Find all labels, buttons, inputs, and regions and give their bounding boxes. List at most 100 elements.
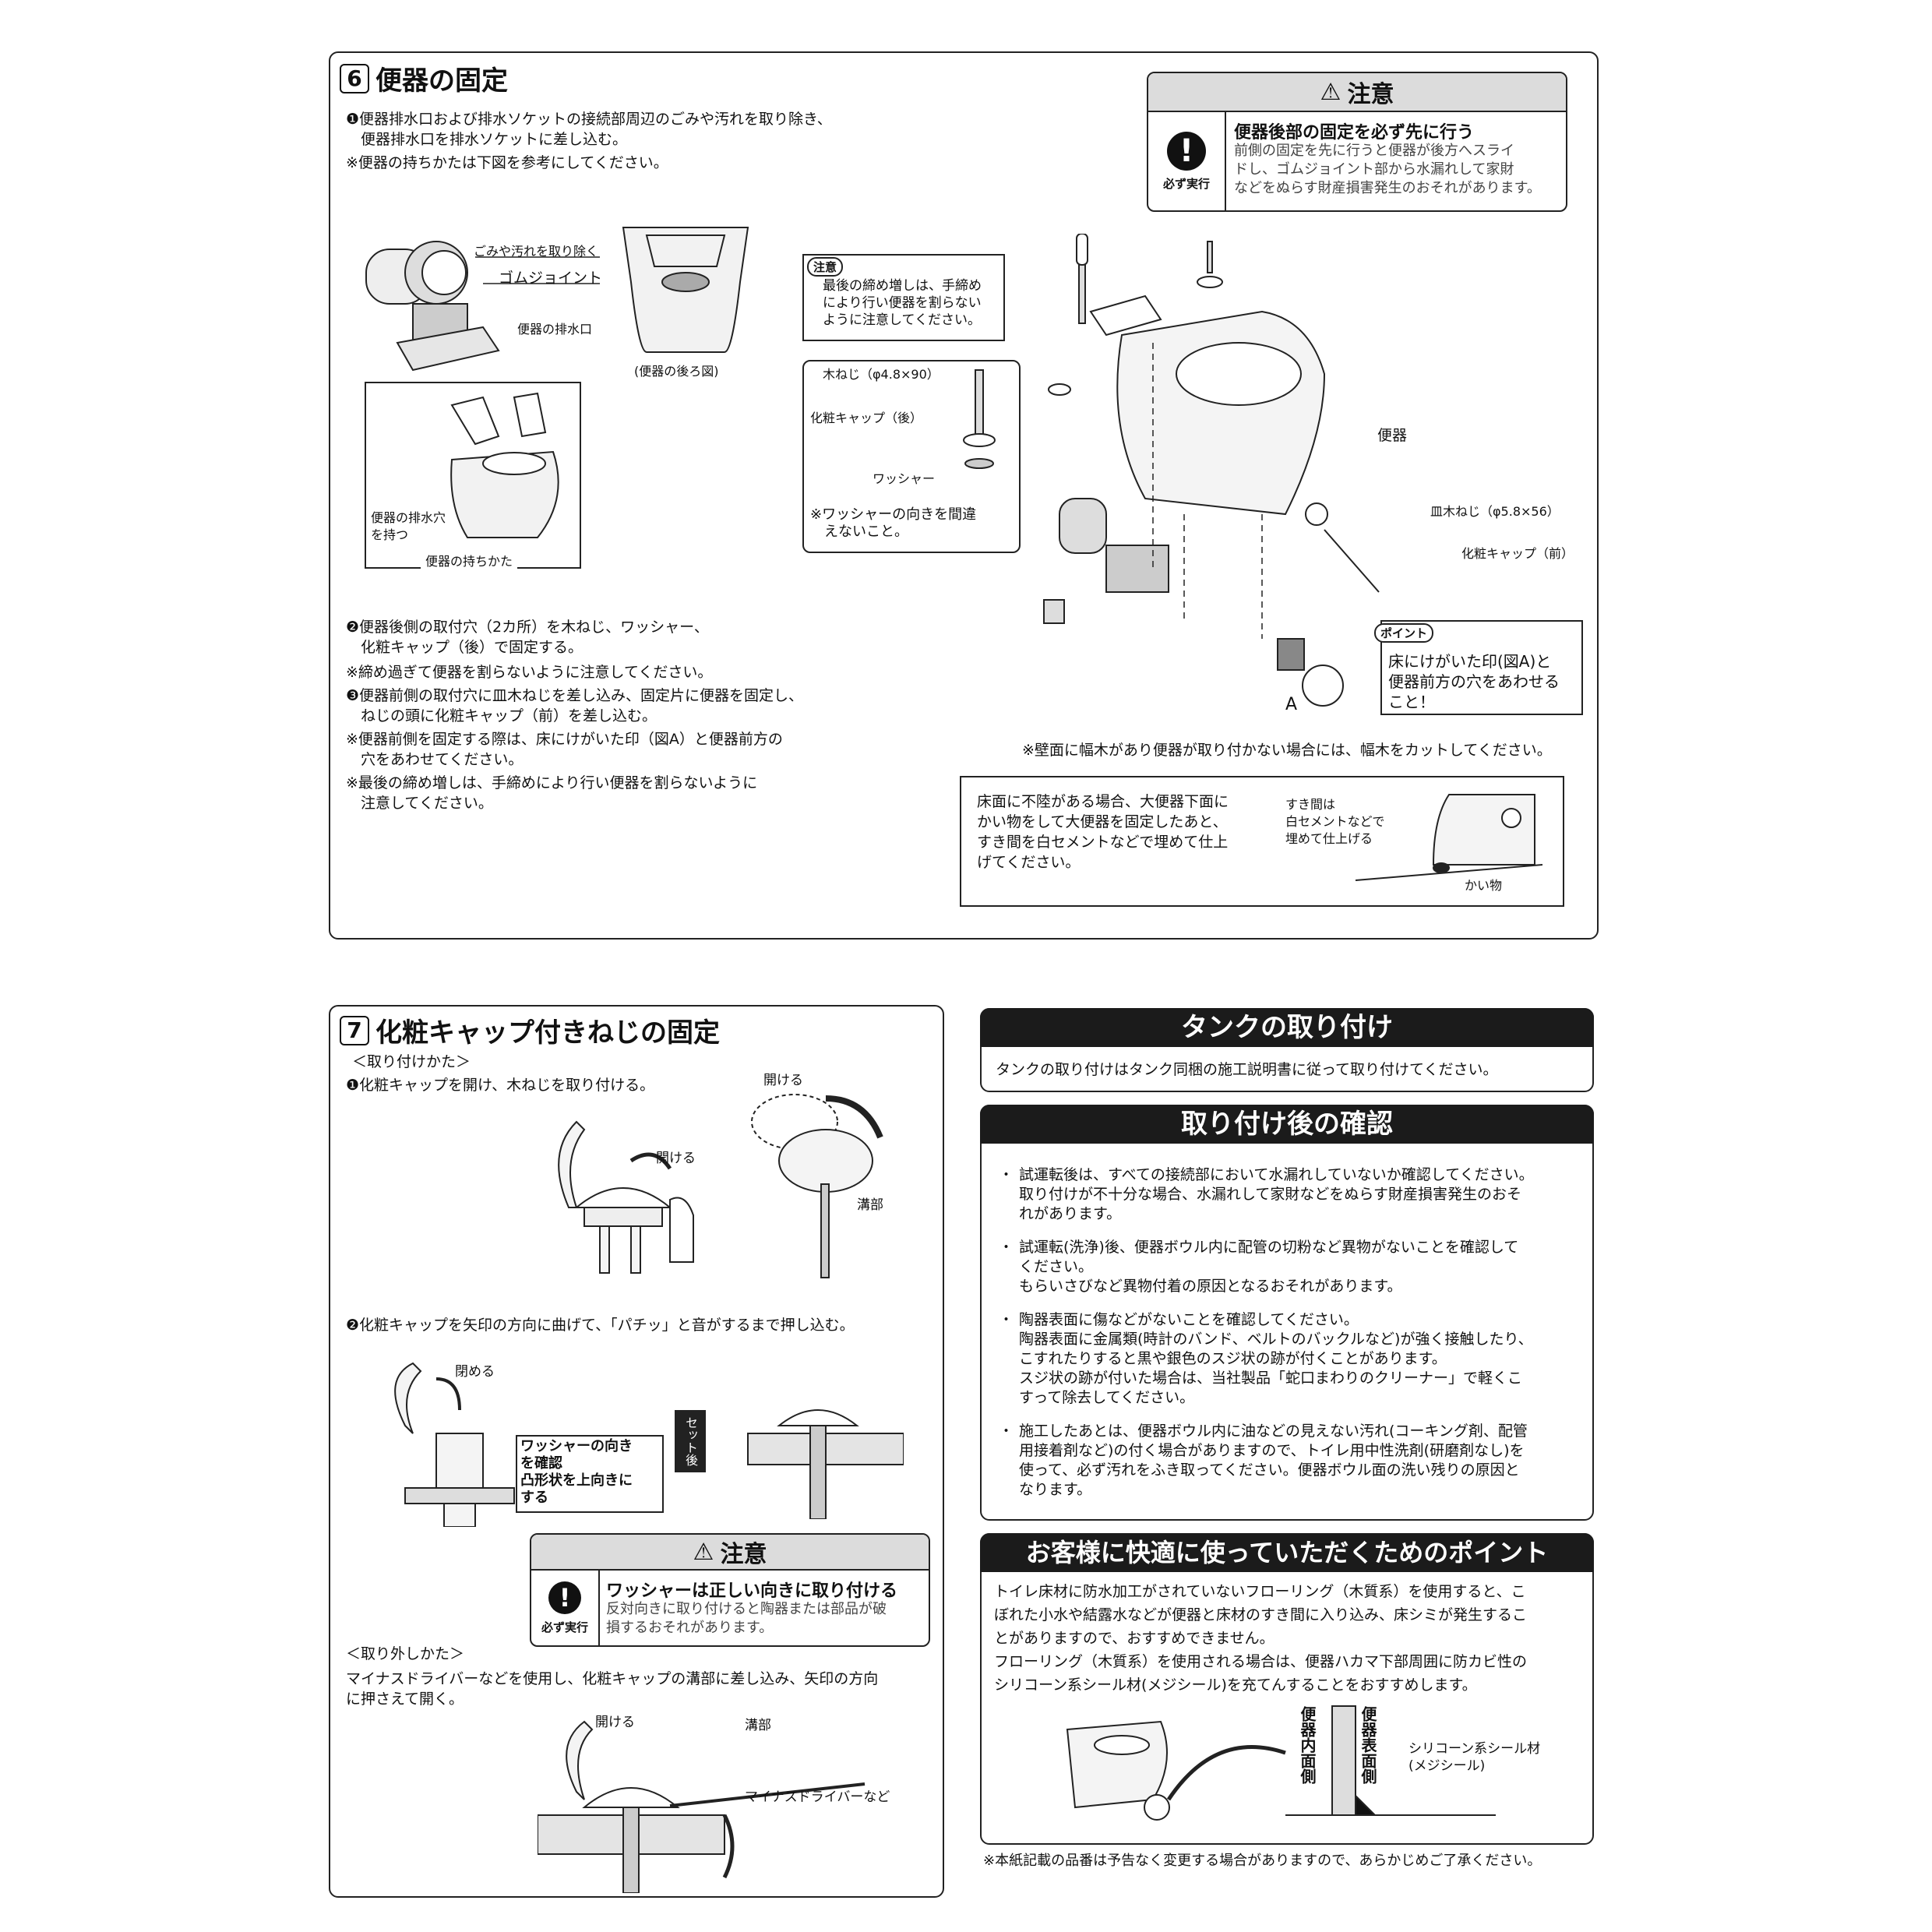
label-washer-note: ※ワッシャーの向きを間違 えないこと。	[810, 506, 977, 540]
drain-socket-illustration	[365, 241, 600, 372]
section-7-title: 7 化粧キャップ付きねじの固定	[340, 1011, 720, 1049]
screwdriver-icon	[669, 1782, 866, 1807]
label-hold-hole: 便器の排水穴 を持つ	[371, 510, 446, 542]
groove-label-1: 溝部	[857, 1197, 883, 1213]
small-caution-text: 最後の締め増しは、手締め により行い便器を割らない ように注意してください。	[823, 278, 982, 328]
caution-body: 反対向きに取り付けると陶器または部品が破 損するおそれがあります。	[606, 1601, 887, 1636]
caution-header: ⚠ 注意	[531, 1535, 929, 1571]
warning-triangle-icon: ⚠	[693, 1538, 714, 1566]
section-6-title: 6 便器の固定	[340, 59, 508, 97]
sealant-label: シリコーン系シール材 (メジシール)	[1408, 1741, 1541, 1774]
arrow-icon	[1166, 1745, 1286, 1801]
sec7-caution-box: ⚠ 注意 ! 必ず実行 ワッシャーは正しい向きに取り付ける 反対向きに取り付ける…	[530, 1533, 930, 1647]
hand-shape	[450, 396, 500, 446]
must-do-label: 必ず実行	[1162, 176, 1210, 191]
label-toilet: 便器	[1377, 427, 1408, 444]
remove-text: マイナスドライバーなどを使用し、化粧キャップの溝部に差し込み、矢印の方向 に押さ…	[346, 1670, 879, 1708]
holding-toilet-illustration	[450, 392, 559, 538]
footnote: ※本紙記載の品番は予告なく変更する場合がありますので、あらかじめご了承ください。	[983, 1853, 1542, 1869]
point-tag: ポイント	[1374, 623, 1434, 643]
caution-header: ⚠ 注意	[1148, 73, 1566, 112]
wood-screw-icon	[820, 1183, 830, 1278]
arrow-icon	[629, 1152, 672, 1170]
check-banner: 取り付け後の確認	[980, 1105, 1594, 1144]
set-after-arrow: セット後	[675, 1410, 706, 1472]
sec6-note4: ※最後の締め増しは、手締めにより行い便器を割らないように 注意してください。	[346, 774, 758, 812]
cap-open-illustration-1	[558, 1120, 694, 1274]
check-item: 試運転後は、すべての接続部において水漏れしていないか確認してください。 取り付け…	[999, 1165, 1591, 1224]
label-dirt: ごみや汚れを取り除く	[474, 244, 599, 259]
floor-shim-illustration	[1356, 794, 1542, 881]
sec7-step2: ❷化粧キャップを矢印の方向に曲げて、「パチッ」と音がするまで押し込む。	[346, 1317, 855, 1334]
toilet-small	[1066, 1720, 1168, 1809]
section-7-box	[329, 1005, 944, 1898]
surface-side-label: 便器表面側	[1359, 1706, 1377, 1784]
label-cap-front: 化粧キャップ（前）	[1461, 546, 1574, 561]
point-text: 床にけがいた印(図A)と 便器前方の穴をあわせる こと！	[1388, 652, 1560, 711]
caution-title: 便器後部の固定を必ず先に行う	[1234, 123, 1475, 143]
tank-text: タンクの取り付けはタンク同梱の施工説明書に従って取り付けてください。	[996, 1061, 1498, 1078]
section-6-box	[329, 51, 1599, 940]
toilet-assembly-illustration	[1043, 234, 1380, 707]
close-label: 閉める	[455, 1364, 495, 1380]
finger-shape	[669, 1197, 694, 1263]
exclamation-icon: !	[548, 1581, 581, 1614]
check-item: 施工したあとは、便器ボウル内に油などの見えない汚れ(コーキング剤、配管 用接着剤…	[999, 1422, 1591, 1500]
sec6-step1: ❶便器排水口および排水ソケットの接続部周辺のごみや汚れを取り除き、 便器排水口を…	[346, 111, 832, 148]
cap-remove-illustration	[538, 1720, 866, 1893]
check-title: 取り付け後の確認	[1181, 1109, 1393, 1140]
washer-check-box	[516, 1435, 664, 1513]
tank-title: タンクの取り付け	[1181, 1012, 1393, 1043]
warning-triangle-icon: ⚠	[1320, 78, 1341, 106]
driver-label: マイナスドライバーなど	[745, 1789, 890, 1805]
caution-header-text: 注意	[720, 1541, 767, 1568]
label-cap-rear: 化粧キャップ（後）	[810, 411, 923, 425]
section-6-title-text: 便器の固定	[375, 65, 508, 97]
how-attach-label: ＜取り付けかた＞	[352, 1053, 471, 1070]
tank-banner: タンクの取り付け	[980, 1008, 1594, 1047]
sec6-hold-note: ※便器の持ちかたは下図を参考にしてください。	[346, 154, 668, 171]
sec6-step3: ❸便器前側の取付穴に皿木ねじを差し込み、固定片に便器を固定し、 ねじの頭に化粧キ…	[346, 687, 804, 724]
sealant-illustration	[1066, 1705, 1496, 1821]
point-tag-text: ポイント	[1380, 626, 1428, 640]
open-label-3: 開ける	[595, 1715, 635, 1730]
cap-screw-illustration	[751, 1094, 883, 1278]
label-wood-screw: 木ねじ（φ4.8×90）	[823, 367, 940, 382]
cap-close-illustration	[394, 1362, 515, 1527]
screw-icon	[975, 369, 984, 441]
label-gomu-joint: ゴムジョイント	[499, 270, 603, 287]
washer-check-text: ワッシャーの向き を確認 凸形状を上向きに する	[520, 1438, 633, 1506]
sec6-caution-box: ⚠ 注意 ! 必ず実行 便器後部の固定を必ず先に行う 前側の固定を先に行うと便器…	[1147, 72, 1567, 212]
label-holding: 便器の持ちかた	[421, 553, 518, 570]
section-7-number: 7	[340, 1015, 369, 1045]
groove-label-2: 溝部	[745, 1718, 771, 1733]
sec7-step1: ❶化粧キャップを開け、木ねじを取り付ける。	[346, 1077, 655, 1094]
label-drain: 便器の排水口	[517, 322, 593, 337]
comfort-banner: お客様に快適に使っていただくためのポイント	[980, 1533, 1594, 1572]
caution-header-text: 注意	[1347, 81, 1394, 108]
wall-note: ※壁面に幅木があり便器が取り付かない場合には、幅木をカットしてください。	[1022, 742, 1552, 759]
section-6-number: 6	[340, 63, 369, 93]
cap-icon	[963, 433, 996, 447]
open-label-1: 開ける	[656, 1151, 696, 1166]
must-do-label: 必ず実行	[541, 1620, 588, 1634]
label-back-view: (便器の後ろ図)	[634, 364, 719, 379]
sec6-step2: ❷便器後側の取付穴（2カ所）を木ねじ、ワッシャー、 化粧キャップ（後）で固定する…	[346, 619, 709, 656]
must-do-mark: ! 必ず実行	[531, 1571, 600, 1645]
floor-box-text: 床面に不陸がある場合、大便器下面に かい物をして大便器を固定したあと、 すき間を…	[977, 793, 1229, 871]
screw-washer-cap-illustration	[963, 369, 996, 469]
caution-title: ワッシャーは正しい向きに取り付ける	[606, 1581, 898, 1601]
fixing-piece	[1277, 638, 1305, 671]
comfort-text: トイレ床材に防水加工がされていないフローリング（木質系）を使用すると、こ ぼれた…	[994, 1583, 1528, 1694]
caution-tag-text: 注意	[813, 260, 837, 274]
inner-side-label: 便器内面側	[1298, 1706, 1317, 1784]
shim-label: かい物	[1465, 878, 1503, 893]
cap-set-illustration	[747, 1409, 904, 1519]
sec6-note3: ※便器前側を固定する際は、床にけがいた印（図A）と便器前方の 穴をあわせてくださ…	[346, 731, 783, 768]
caution-tag: 注意	[807, 257, 844, 277]
label-plate-screw: 皿木ねじ（φ5.8×56）	[1430, 504, 1560, 519]
check-item: 試運転(洗浄)後、便器ボウル内に配管の切粉など異物がないことを確認して ください…	[999, 1238, 1591, 1296]
must-do-mark: ! 必ず実行	[1148, 112, 1226, 210]
toilet-body	[1116, 310, 1326, 516]
how-remove-label: ＜取り外しかた＞	[346, 1645, 465, 1662]
